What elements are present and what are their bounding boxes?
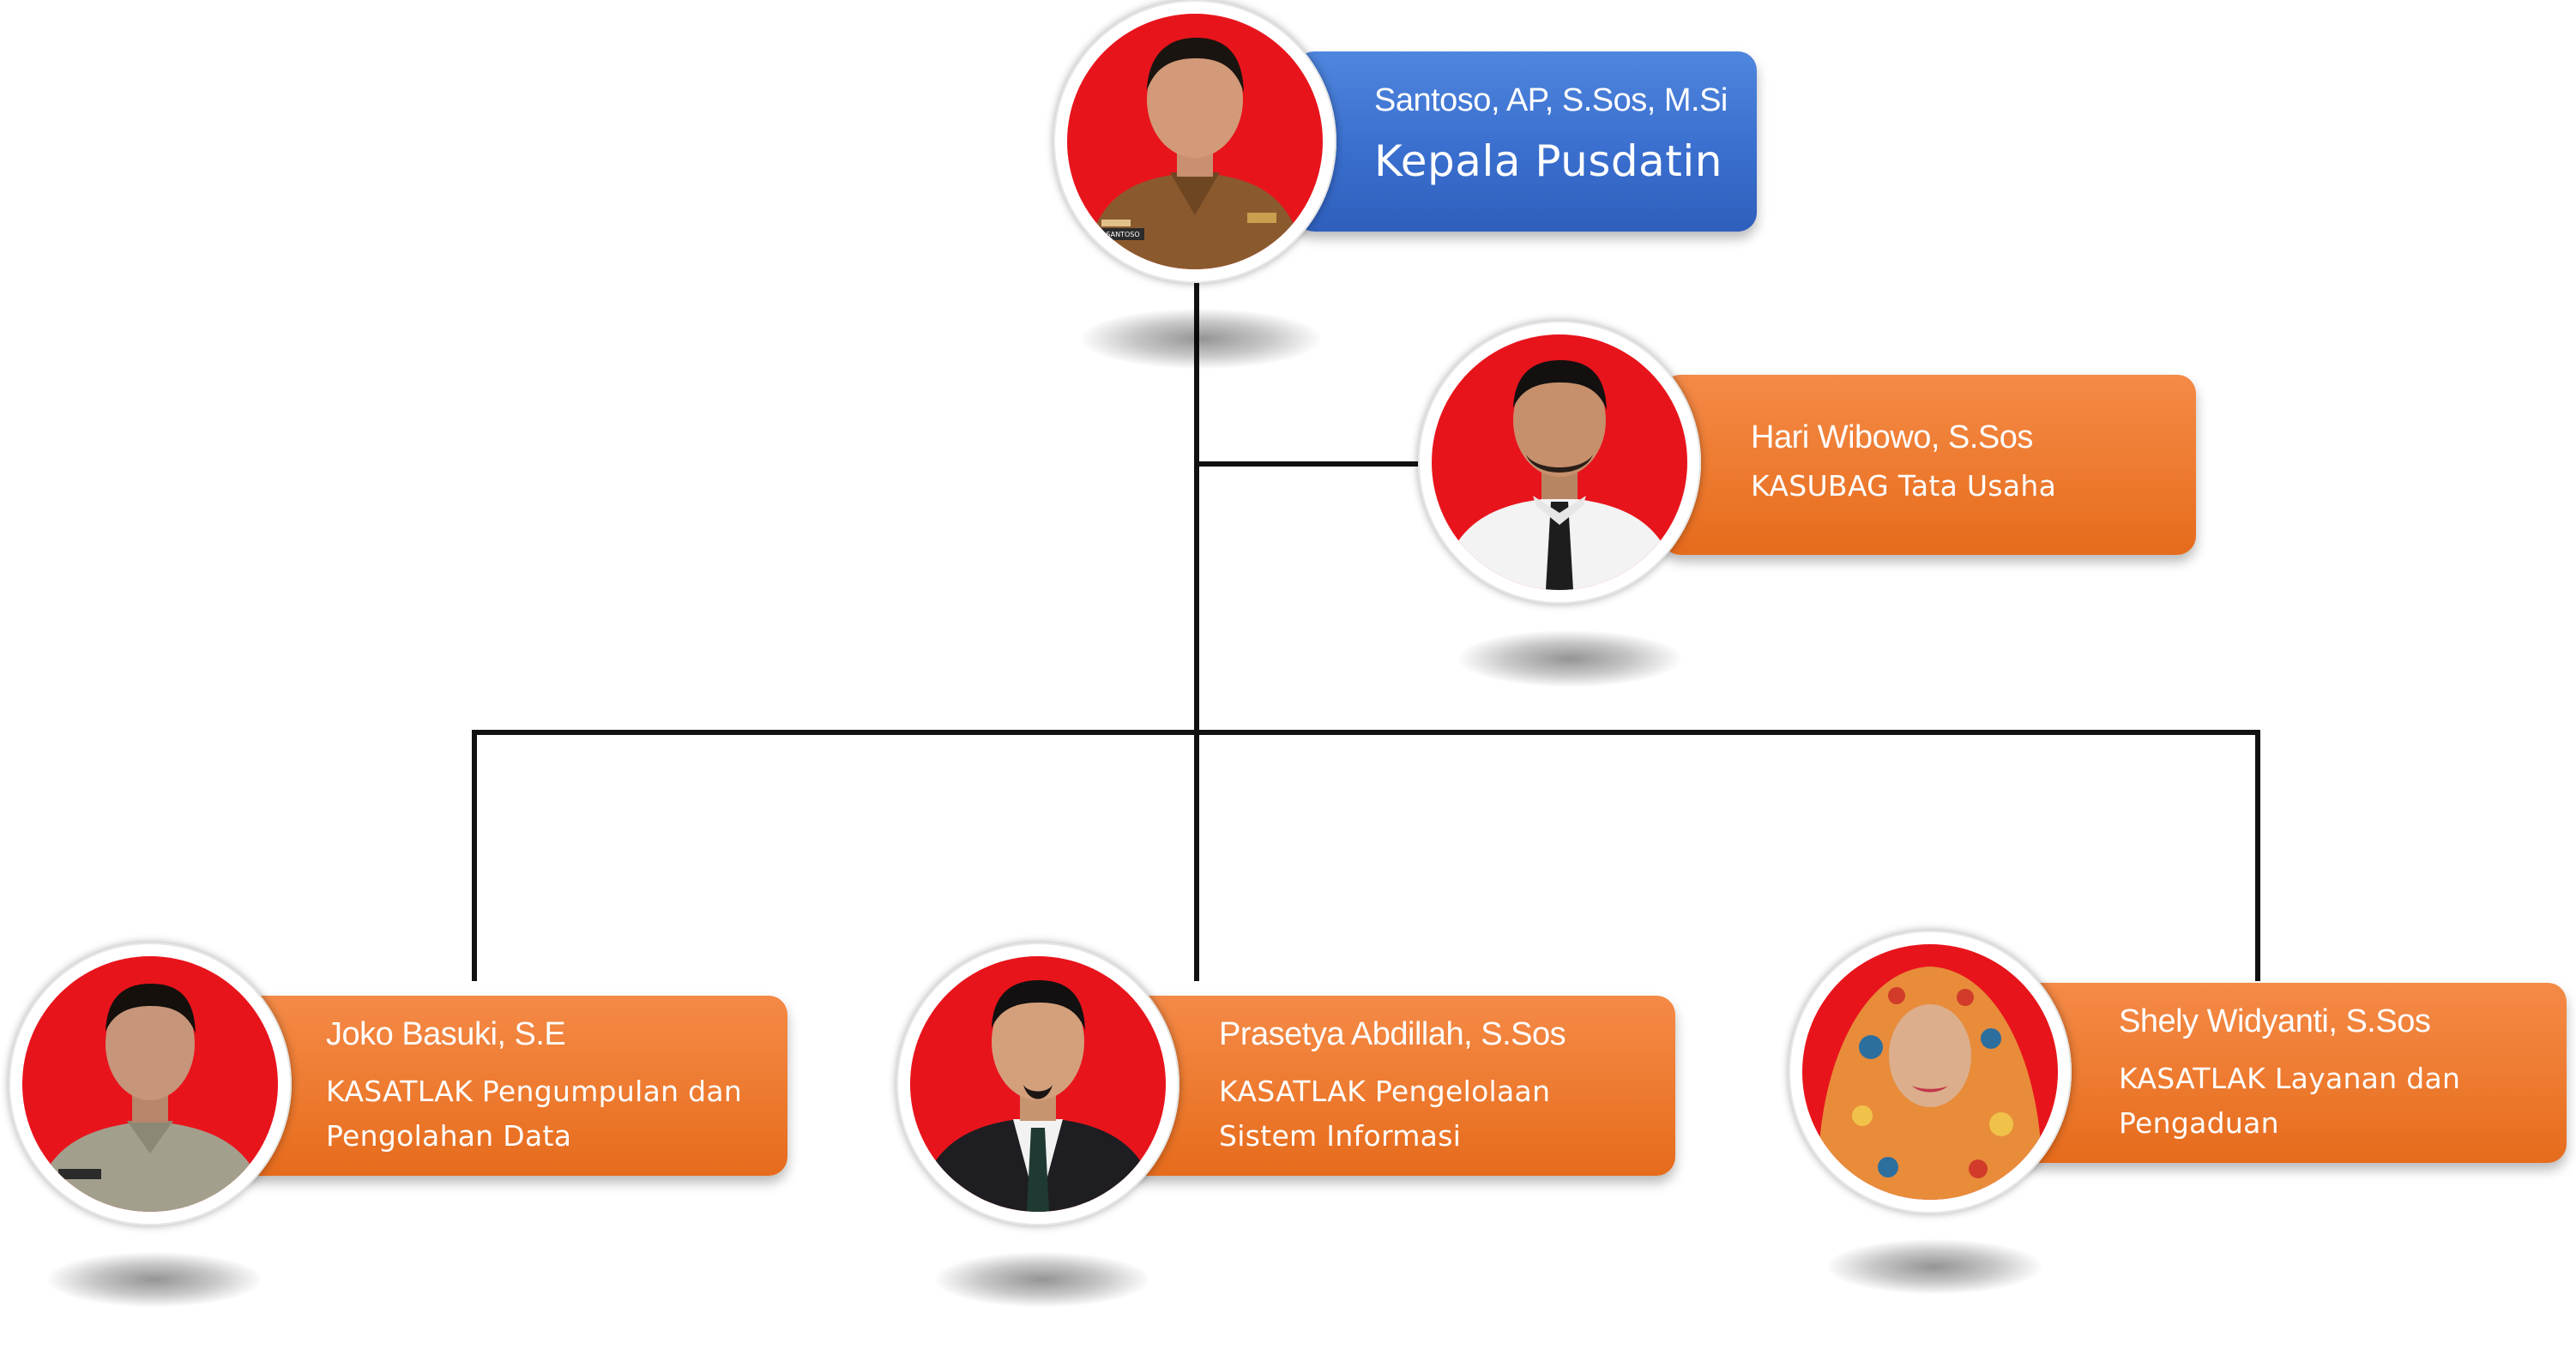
connector-line [472,730,477,981]
connector-line [1194,266,1199,734]
connector-line [2255,730,2260,981]
head-role: Kepala Pusdatin [1374,136,1722,186]
unit-role: KASATLAK Pengumpulan dan Pengolahan Data [326,1069,742,1159]
head-name: Santoso, AP, S.Sos, M.Si [1374,82,1728,118]
head-card: Santoso, AP, S.Sos, M.Si Kepala Pusdatin [1295,51,1757,232]
name-tag-text: SANTOSO [1106,231,1139,238]
unit-card: Shely Widyanti, S.Sos KASATLAK Layanan d… [2018,983,2567,1163]
unit-photo [896,942,1179,1226]
drop-shadow [935,1252,1149,1307]
admin-name: Hari Wibowo, S.Sos [1751,419,2033,455]
unit-role-line: KASATLAK Pengelolaan [1219,1075,1551,1108]
unit-name: Prasetya Abdillah, S.Sos [1219,1016,1566,1052]
head-photo: SANTOSO [1053,0,1336,283]
connector-line [472,730,2260,735]
unit-role-line: Pengolahan Data [326,1119,572,1153]
unit-role-line: Pengaduan [2119,1106,2279,1140]
drop-shadow [47,1252,262,1307]
unit-role-line: KASATLAK Layanan dan [2119,1062,2461,1095]
unit-role-line: KASATLAK Pengumpulan dan [326,1075,743,1108]
unit-name: Shely Widyanti, S.Sos [2119,1003,2431,1039]
drop-shadow [1081,309,1321,369]
unit-photo [1789,930,2072,1213]
unit-role: KASATLAK Pengelolaan Sistem Informasi [1219,1069,1550,1159]
connector-line [1194,730,1199,981]
admin-role: KASUBAG Tata Usaha [1751,469,2057,503]
unit-role-line: Sistem Informasi [1219,1119,1462,1153]
admin-card: Hari Wibowo, S.Sos KASUBAG Tata Usaha [1662,375,2196,555]
connector-line [1194,461,1421,467]
drop-shadow [1458,630,1681,687]
unit-name: Joko Basuki, S.E [326,1016,566,1052]
unit-photo [9,942,292,1226]
unit-card: Joko Basuki, S.E KASATLAK Pengumpulan da… [238,996,787,1176]
unit-role: KASATLAK Layanan dan Pengaduan [2119,1057,2460,1146]
unit-card: Prasetya Abdillah, S.Sos KASATLAK Pengel… [1126,996,1675,1176]
drop-shadow [1827,1239,2042,1294]
admin-photo [1418,321,1701,604]
